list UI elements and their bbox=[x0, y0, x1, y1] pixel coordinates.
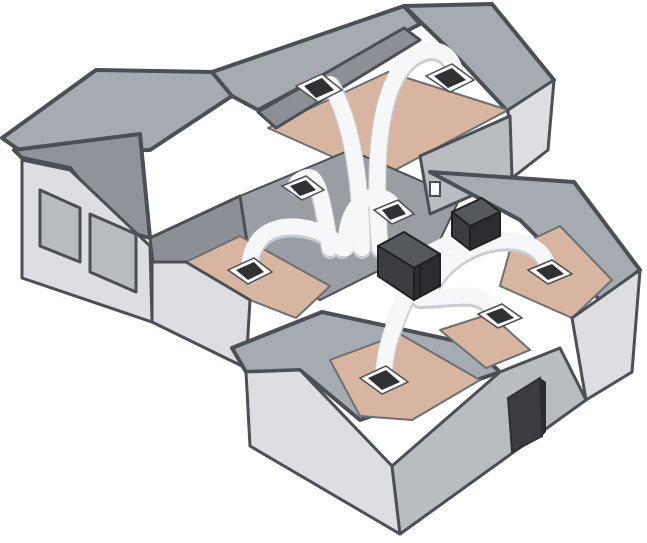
floor-register-icon bbox=[358, 365, 410, 395]
hvac-unit-icon bbox=[377, 231, 441, 301]
front-hall-floor bbox=[439, 313, 531, 369]
back-interior-wall bbox=[256, 26, 422, 130]
hrv-unit-icon bbox=[451, 197, 501, 251]
floor-register-icon bbox=[226, 257, 274, 285]
garage-door-2 bbox=[88, 212, 138, 294]
duct-back-left bbox=[322, 76, 370, 256]
right-wall bbox=[570, 268, 642, 402]
floor-register-icon bbox=[526, 259, 574, 285]
floor-register-icon bbox=[294, 73, 344, 103]
thermostat-icon bbox=[429, 181, 441, 197]
floor-register-icon bbox=[476, 303, 524, 329]
left-room-wall bbox=[150, 260, 252, 370]
floor-register-icon bbox=[280, 175, 326, 201]
duct-back-right bbox=[369, 41, 463, 256]
mechanical-units bbox=[377, 197, 501, 301]
duct-right-lower bbox=[412, 287, 500, 316]
floor-register-icon bbox=[372, 199, 416, 225]
garage-door-1 bbox=[38, 188, 82, 264]
front-wing bbox=[230, 310, 588, 536]
vents bbox=[226, 63, 574, 395]
wall-panel-side bbox=[540, 378, 546, 436]
garage-wing bbox=[0, 68, 234, 324]
duct-right bbox=[422, 232, 556, 296]
floor-register-icon bbox=[424, 63, 476, 93]
